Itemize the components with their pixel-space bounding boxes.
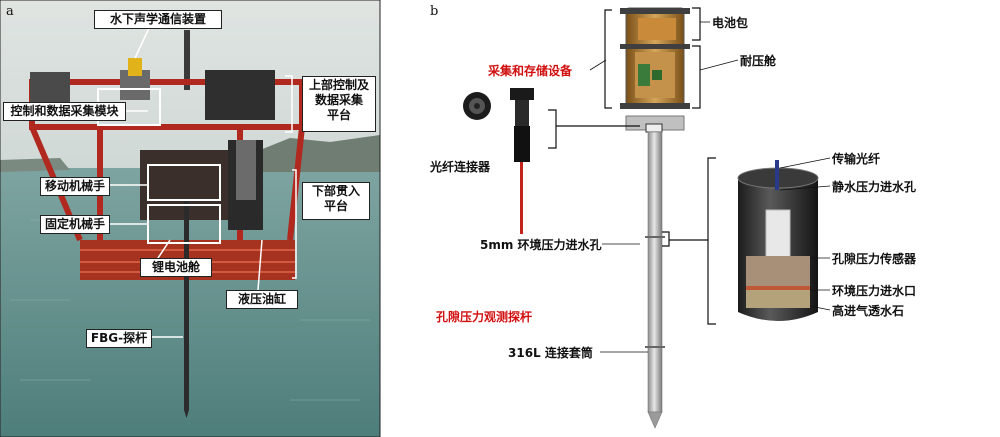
drawing-panel-b: [463, 7, 831, 429]
upper-platform-label: 上部控制及 数据采集 平台: [302, 76, 376, 132]
transmission-fiber-label: 传输光纤: [832, 152, 881, 166]
battery-cabin-label: 锂电池舱: [140, 258, 212, 277]
hydrostatic-inlet-label: 静水压力进水孔: [832, 180, 917, 194]
ambient-inlet-hole-label: 5mm 环境压力进水孔: [480, 238, 602, 252]
battery-pack-label: 电池包: [712, 16, 749, 30]
panel-b-letter: b: [430, 4, 439, 19]
sleeve-label: 316L 连接套筒: [508, 346, 593, 360]
moving-arm-label: 移动机械手: [40, 177, 110, 196]
acq-storage-label: 采集和存储设备: [488, 64, 573, 78]
upper-platform-line-3: 平台: [326, 108, 351, 122]
fiber-connector-label: 光纤连接器: [430, 160, 491, 174]
lower-platform-line-1: 下部贯入: [311, 184, 360, 198]
fixed-arm-label: 固定机械手: [40, 215, 110, 234]
ambient-inlet-port-label: 环境压力进水口: [832, 284, 917, 298]
upper-platform-line-1: 上部控制及: [308, 78, 369, 92]
panel-a-letter: a: [6, 4, 14, 19]
acoustic-comm-label: 水下声学通信装置: [94, 10, 222, 29]
pressure-cabin-label: 耐压舱: [740, 54, 777, 68]
upper-platform-line-2: 数据采集: [314, 93, 363, 107]
hydraulic-cylinder-label: 液压油缸: [226, 290, 298, 309]
pore-sensor-label: 孔隙压力传感器: [832, 252, 917, 266]
panel-a-leaders: [108, 25, 297, 338]
probe-rod-label: 孔隙压力观测探杆: [436, 310, 533, 324]
ceramic-stone-label: 高进气透水石: [832, 304, 905, 318]
fbg-probe-label: FBG-探杆: [86, 329, 152, 348]
lower-platform-label: 下部贯入 平台: [302, 182, 370, 220]
control-module-label: 控制和数据采集模块: [3, 102, 126, 121]
lower-platform-line-2: 平台: [323, 199, 348, 213]
